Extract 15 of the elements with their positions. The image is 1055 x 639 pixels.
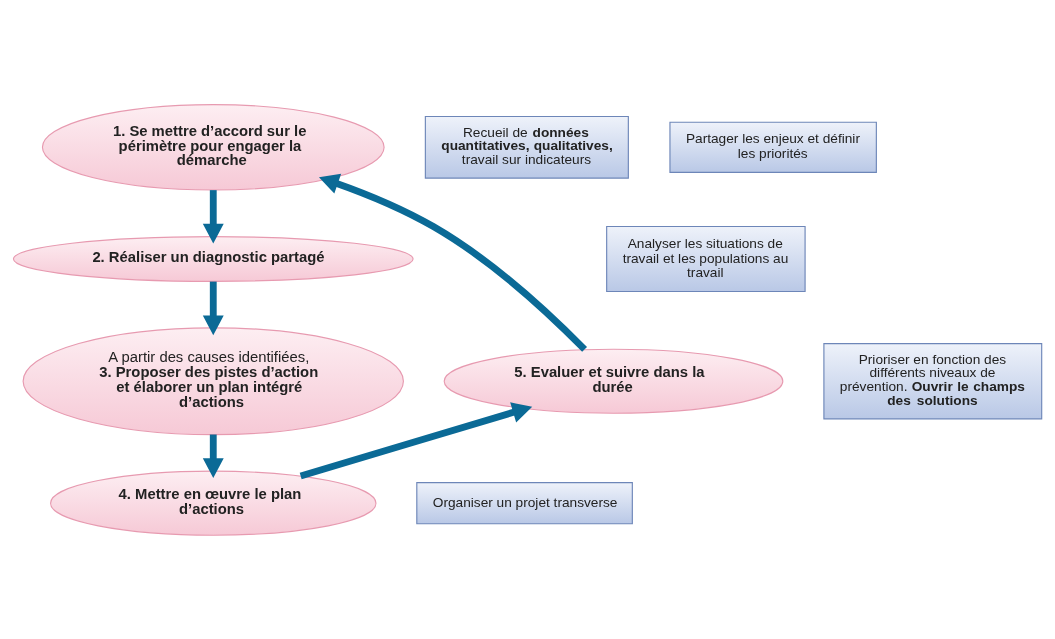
node-ellipse: A partir des causes identifiées, 3. Proposer des pistes d’action et élaborer un plan intégré d’actions <box>22 326 404 435</box>
node-ellipse: 4. Mettre en œuvre le plan d’actions <box>50 470 377 536</box>
arrow <box>202 189 224 244</box>
node-ellipse: 2. Réaliser un diagnostic partagé <box>12 235 414 282</box>
arrow <box>202 281 224 335</box>
arrow <box>202 434 224 478</box>
node-box: Organiser un projet transverse <box>416 481 633 524</box>
arrow <box>318 173 587 352</box>
node-ellipse: 1. Se mettre d’accord sur le périmètre pour engager la démarche <box>41 103 385 191</box>
node-box: Prioriser en fonction des différents niveaux de prévention. Ouvrir le champs des solutions <box>823 342 1043 419</box>
node-box: Recueil de données quantitatives, qualitatives, travail sur indicateurs <box>424 115 629 179</box>
node-box: Analyser les situations de travail et les populations au travail <box>606 225 806 292</box>
arrow <box>299 401 533 479</box>
node-ellipse: 5. Evaluer et suivre dans la durée <box>443 348 784 414</box>
node-box: Partager les enjeux et définir les priorités <box>669 121 877 173</box>
